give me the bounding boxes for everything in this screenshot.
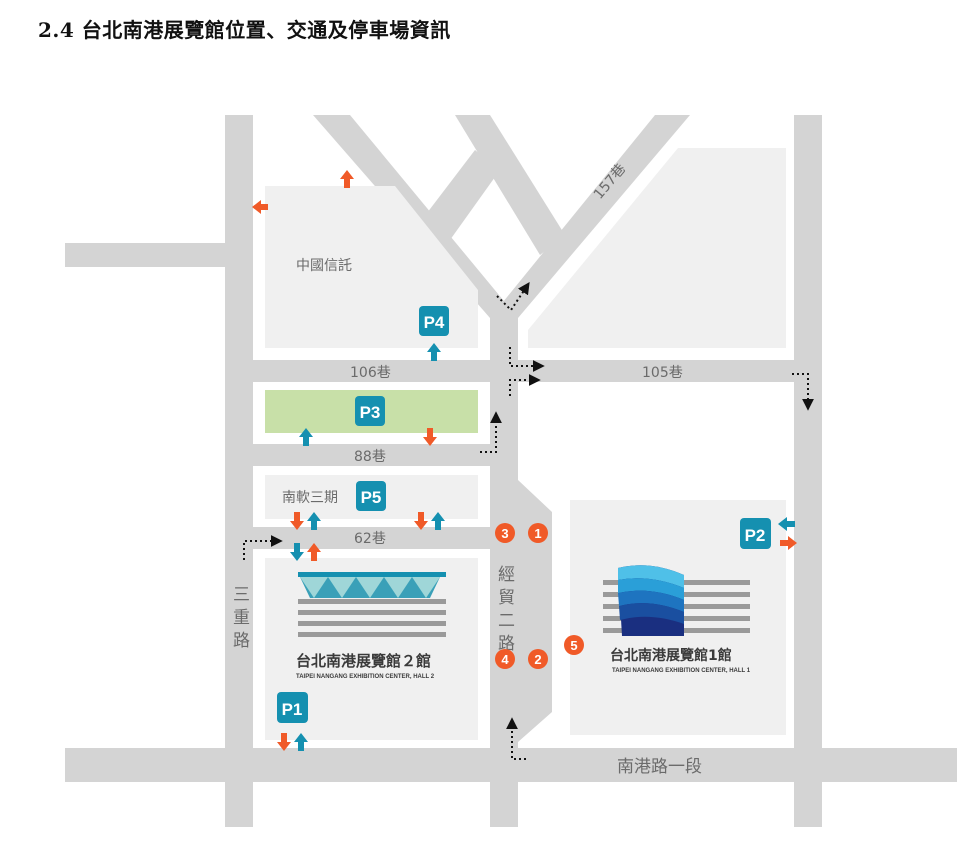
hall2-building	[298, 572, 446, 637]
arrow-up-icon	[299, 428, 313, 446]
route-arrow-icon	[509, 347, 545, 372]
parking-p1-label: P1	[282, 700, 303, 719]
route-arrow-icon	[480, 411, 502, 453]
route-arrow-icon	[792, 373, 814, 411]
route-arrow-icon	[243, 535, 283, 560]
label-lane-106: 106巷	[350, 365, 391, 381]
arrow-up-icon	[431, 512, 445, 530]
gate-4: 4	[495, 649, 515, 669]
route-arrows	[243, 282, 814, 760]
gate-4-label: 4	[501, 652, 509, 667]
label-nanruan: 南軟三期	[282, 490, 338, 506]
arrow-up-icon	[340, 170, 354, 188]
arrow-up-icon	[427, 343, 441, 361]
gate-3-label: 3	[501, 526, 508, 541]
arrow-down-icon	[414, 512, 428, 530]
label-lane-105: 105巷	[642, 365, 683, 381]
road-lane-106	[253, 360, 497, 382]
parking-p5-label: P5	[361, 488, 382, 507]
parking-p2-label: P2	[745, 526, 766, 545]
gate-5-label: 5	[570, 638, 577, 653]
parking-p3-label: P3	[360, 403, 381, 422]
road-diagonal-inner-a	[455, 115, 565, 255]
arrow-up-icon	[307, 543, 321, 561]
arrow-right-icon	[780, 536, 797, 550]
label-nangang-road: 南港路一段	[617, 757, 702, 777]
arrow-down-icon	[423, 428, 437, 446]
arrow-down-icon	[290, 543, 304, 561]
arrow-up-icon	[294, 733, 308, 751]
road-sanchong	[225, 115, 253, 827]
parking-p1[interactable]: P1	[277, 692, 308, 723]
hall2-name: 台北南港展覽館２館	[296, 652, 431, 670]
block-upper-right	[528, 148, 786, 348]
hall1-name: 台北南港展覽館1館	[610, 647, 732, 664]
parking-p5[interactable]: P5	[356, 481, 386, 511]
page-title: 2.4 台北南港展覽館位置、交通及停車場資訊	[38, 18, 451, 42]
label-lane-88: 88巷	[354, 449, 386, 465]
gate-2: 2	[528, 649, 548, 669]
label-sanchong-road: 三重路	[229, 585, 250, 654]
parking-p2[interactable]: P2	[740, 518, 771, 549]
arrow-up-icon	[307, 512, 321, 530]
label-jingmao-road: 經貿二路	[494, 565, 515, 657]
arrow-down-icon	[277, 733, 291, 751]
route-arrow-icon	[496, 282, 530, 312]
hall2-name-en: TAIPEI NANGANG EXHIBITION CENTER, HALL 2	[296, 674, 435, 680]
gate-2-label: 2	[534, 652, 541, 667]
road-network	[65, 115, 957, 827]
parking-p4-label: P4	[424, 313, 445, 332]
gate-5: 5	[564, 635, 584, 655]
road-lane-105	[518, 360, 794, 382]
label-lane-62: 62巷	[354, 531, 386, 547]
arrow-down-icon	[290, 512, 304, 530]
label-chinatrust: 中國信託	[296, 258, 352, 274]
arrow-left-icon	[778, 517, 795, 531]
gate-1: 1	[528, 523, 548, 543]
road-right-vertical	[794, 115, 822, 827]
route-arrow-icon	[509, 374, 541, 396]
hall1-name-en: TAIPEI NANGANG EXHIBITION CENTER, HALL 1	[612, 668, 751, 674]
hall1-building	[603, 565, 750, 636]
arrow-left-icon	[252, 200, 268, 214]
road-jingmao	[490, 318, 552, 827]
gate-3: 3	[495, 523, 515, 543]
road-left-stub	[65, 243, 225, 267]
road-lane-88	[253, 444, 497, 466]
parking-p3[interactable]: P3	[355, 396, 385, 426]
parking-arrows	[252, 170, 797, 751]
gate-1-label: 1	[534, 526, 541, 541]
road-diagonal-157	[490, 115, 690, 318]
parking-p4[interactable]: P4	[419, 306, 449, 336]
